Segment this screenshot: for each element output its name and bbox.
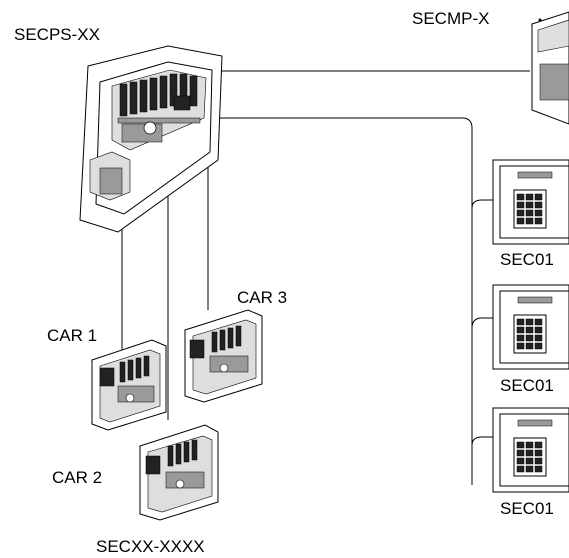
- tap-keypad-1: [471, 199, 493, 209]
- label-keypad-3: SEC01: [500, 499, 554, 518]
- label-secps: SECPS-XX: [14, 25, 100, 44]
- tap-keypad-3: [471, 436, 493, 446]
- label-keypad-2: SEC01: [500, 376, 554, 395]
- wires: [121, 70, 530, 485]
- car-panel-3: [184, 309, 263, 403]
- label-car3: CAR 3: [237, 288, 287, 307]
- label-car2: CAR 2: [52, 468, 102, 487]
- car-panel-2: [139, 424, 219, 521]
- tap-keypad-2: [471, 317, 493, 329]
- label-keypad-1: SEC01: [500, 250, 554, 269]
- keypad-unit-3: [492, 407, 569, 493]
- label-secmp: SECMP-X: [412, 9, 489, 28]
- relay-modules-icon: [117, 73, 201, 124]
- main-panel-secps: [79, 45, 223, 233]
- keypad-unit-1: [492, 159, 569, 245]
- wire-to-keypads: [215, 117, 473, 485]
- keypad-unit-2: [492, 284, 569, 370]
- label-car1: CAR 1: [47, 326, 97, 345]
- car-panel-1: [91, 339, 167, 431]
- transformer-icon: [89, 151, 131, 201]
- label-car-model: SECXX-XXXX: [96, 537, 205, 556]
- master-panel-secmp: [531, 11, 569, 125]
